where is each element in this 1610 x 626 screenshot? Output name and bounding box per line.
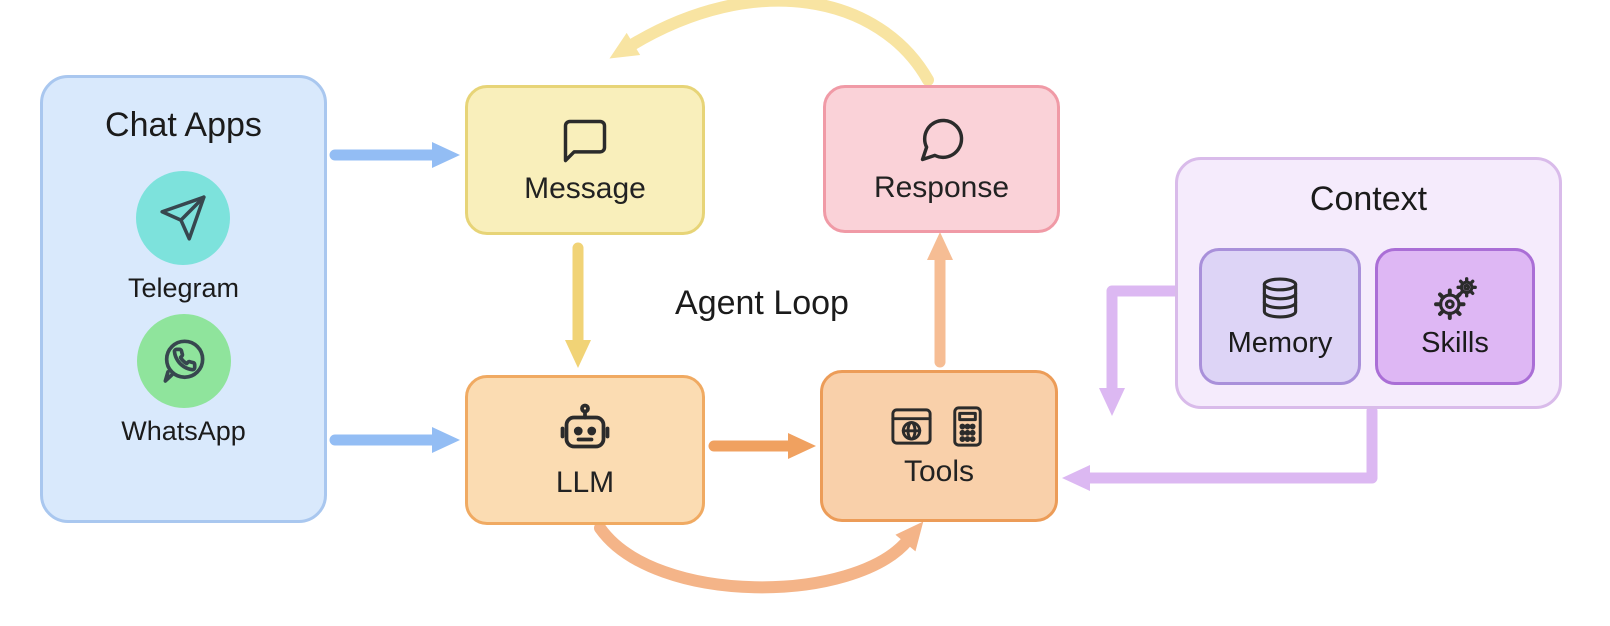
telegram-label: Telegram xyxy=(127,273,240,303)
whatsapp-badge xyxy=(136,314,231,408)
response-label: Response xyxy=(873,170,1010,204)
skills-label: Skills xyxy=(1421,326,1489,359)
chat-apps-panel: Chat Apps Telegram WhatsApp xyxy=(40,75,327,523)
context-items: Memory xyxy=(1199,248,1535,385)
chat-apps-title: Chat Apps xyxy=(105,106,262,144)
database-icon xyxy=(1262,276,1298,318)
telegram-icon xyxy=(160,195,207,241)
whatsapp-icon xyxy=(163,339,204,383)
chat-app-telegram: Telegram xyxy=(128,171,239,304)
context-title: Context xyxy=(1309,180,1428,218)
browser-globe-icon xyxy=(890,408,932,445)
llm-node: LLM xyxy=(465,375,705,525)
speech-bubble-square-icon xyxy=(563,119,607,162)
browser-and-calculator-icon xyxy=(888,403,991,450)
speech-bubble-round-icon xyxy=(920,118,963,161)
response-node: Response xyxy=(823,85,1060,233)
message-node: Message xyxy=(465,85,705,235)
edge-response-to-message-arc xyxy=(609,0,934,86)
telegram-badge xyxy=(136,171,231,265)
llm-label: LLM xyxy=(555,465,615,499)
edge-context-to-tools-elbow-down xyxy=(1099,285,1182,416)
tools-node: Tools xyxy=(820,370,1058,522)
memory-node: Memory xyxy=(1199,248,1361,385)
edge-llm-to-tools-arc xyxy=(594,521,924,594)
edge-context-to-tools-elbow-left xyxy=(1062,405,1378,491)
gears-icon xyxy=(1434,276,1477,320)
robot-icon xyxy=(560,403,610,448)
whatsapp-label: WhatsApp xyxy=(121,416,246,446)
context-panel: Context Memory xyxy=(1175,157,1562,409)
tools-label: Tools xyxy=(903,455,975,488)
calculator-icon xyxy=(952,406,982,447)
chat-app-whatsapp: WhatsApp xyxy=(121,314,246,447)
agent-loop-label: Agent Loop xyxy=(675,284,849,322)
memory-label: Memory xyxy=(1227,326,1333,359)
skills-node: Skills xyxy=(1375,248,1535,385)
message-label: Message xyxy=(524,171,646,205)
